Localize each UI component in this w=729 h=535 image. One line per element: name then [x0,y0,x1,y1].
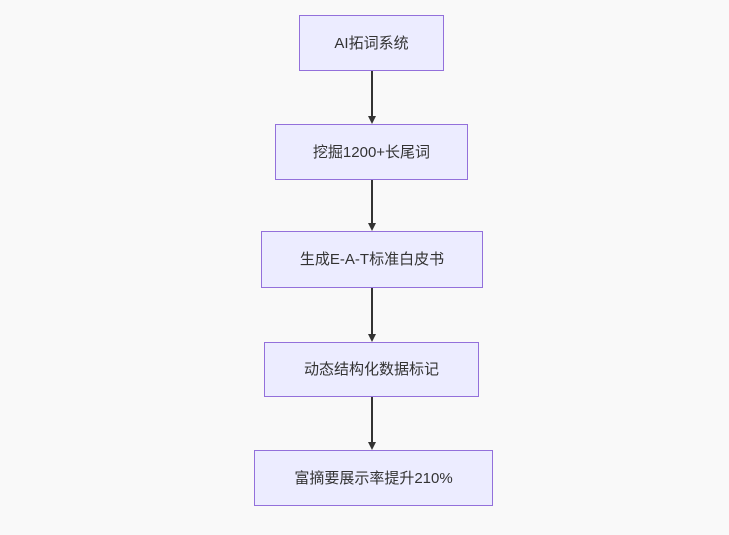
node-eat-whitepaper-generation: 生成E-A-T标准白皮书 [261,231,483,288]
node-ai-word-expansion-system: AI拓词系统 [299,15,444,71]
node-label: 富摘要展示率提升210% [294,469,453,487]
edge-arrow-c-to-d [368,288,376,342]
node-label: 挖掘1200+长尾词 [312,143,431,161]
node-dynamic-structured-data-markup: 动态结构化数据标记 [264,342,479,397]
edge-arrow-d-to-e [368,397,376,450]
node-rich-snippet-rate-increase: 富摘要展示率提升210% [254,450,493,506]
node-label: AI拓词系统 [334,34,409,52]
node-longtail-keyword-mining: 挖掘1200+长尾词 [275,124,468,180]
edge-arrow-a-to-b [368,71,376,124]
edge-arrow-b-to-c [368,180,376,231]
node-label: 动态结构化数据标记 [303,361,439,378]
node-label: 生成E-A-T标准白皮书 [299,251,445,268]
